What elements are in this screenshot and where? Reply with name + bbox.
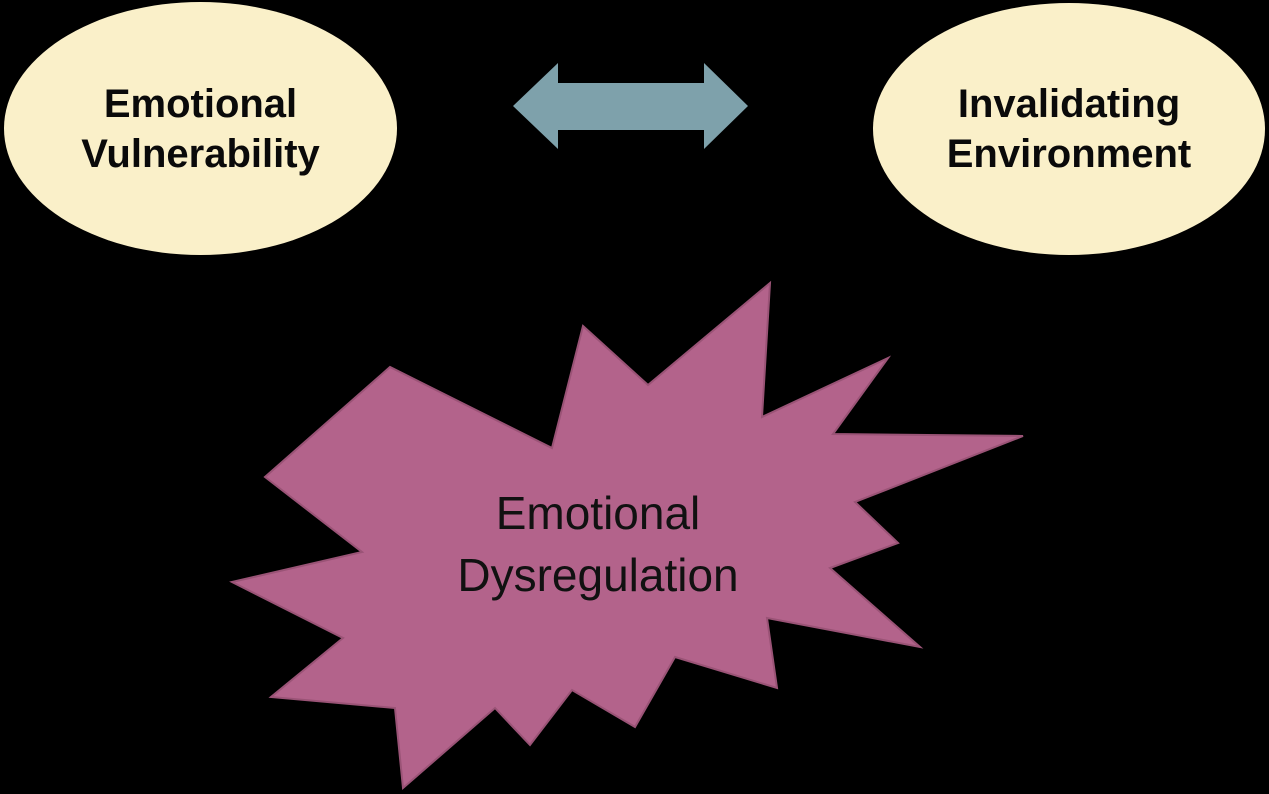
node-invalidating-environment: Invalidating Environment (873, 3, 1265, 255)
node-emotional-vulnerability: Emotional Vulnerability (4, 2, 397, 255)
node-label-line: Emotional (103, 81, 298, 126)
node-label-line: Dysregulation (457, 549, 739, 601)
node-label-line: Environment (946, 132, 1192, 176)
node-emotional-dysregulation-label: Emotional Dysregulation (398, 482, 798, 606)
double-arrow-icon (513, 63, 748, 149)
node-label-line: Emotional (495, 487, 701, 539)
node-label-line: Vulnerability (81, 131, 320, 176)
node-label-line: Invalidating (957, 82, 1181, 126)
node-emotional-dysregulation-starburst (229, 280, 1024, 791)
